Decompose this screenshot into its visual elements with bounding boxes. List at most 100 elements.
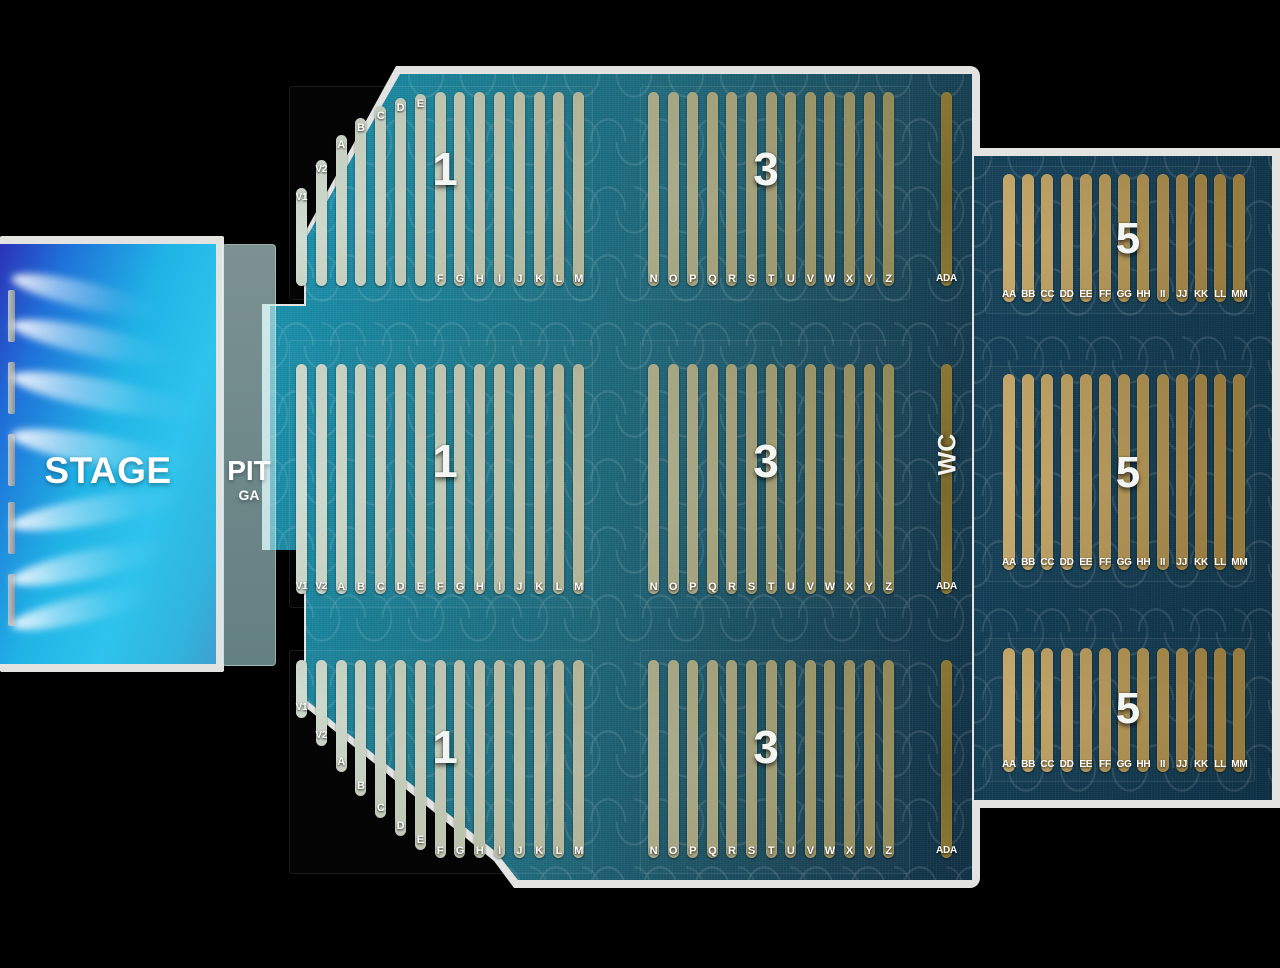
- seat-row[interactable]: [375, 106, 387, 286]
- seat-row[interactable]: [844, 660, 855, 858]
- seat-row[interactable]: [824, 660, 836, 858]
- section-block-3[interactable]: [640, 340, 910, 608]
- seat-row[interactable]: [824, 92, 836, 286]
- seat-row[interactable]: [667, 92, 679, 286]
- seat-row[interactable]: [1233, 648, 1246, 772]
- section-block-3[interactable]: [640, 86, 910, 300]
- seat-row[interactable]: [1022, 648, 1035, 772]
- seat-row[interactable]: [375, 660, 387, 818]
- seat-row[interactable]: [863, 364, 875, 594]
- seat-row[interactable]: [765, 92, 777, 286]
- seat-row[interactable]: [1156, 174, 1169, 302]
- seat-row[interactable]: [667, 364, 679, 594]
- seat-row[interactable]: [883, 92, 895, 286]
- seat-row[interactable]: [1118, 648, 1131, 772]
- section-block-5[interactable]: [985, 166, 1255, 314]
- seat-row[interactable]: [454, 92, 466, 286]
- seat-row[interactable]: [706, 92, 718, 286]
- seat-row[interactable]: [1137, 374, 1150, 570]
- seat-row[interactable]: [726, 364, 738, 594]
- seat-row[interactable]: [494, 660, 505, 858]
- seat-row[interactable]: [1233, 374, 1246, 570]
- seat-row[interactable]: [395, 98, 406, 286]
- ada-seat-row[interactable]: [941, 92, 952, 286]
- seat-row[interactable]: [1195, 374, 1207, 570]
- seat-row[interactable]: [335, 364, 347, 594]
- seat-row[interactable]: [648, 364, 659, 594]
- seat-row[interactable]: [726, 92, 738, 286]
- seat-row[interactable]: [1214, 174, 1227, 302]
- seat-row[interactable]: [1118, 374, 1131, 570]
- seat-row[interactable]: [883, 660, 895, 858]
- seat-row[interactable]: [355, 118, 367, 286]
- pit-area[interactable]: [222, 244, 276, 666]
- section-block-5[interactable]: [985, 638, 1255, 782]
- seat-row[interactable]: [355, 364, 367, 594]
- seat-row[interactable]: [414, 364, 426, 594]
- seat-row[interactable]: [1195, 174, 1207, 302]
- seat-row[interactable]: [1195, 648, 1207, 772]
- seat-row[interactable]: [296, 188, 307, 286]
- seat-row[interactable]: [706, 364, 718, 594]
- seat-row[interactable]: [474, 660, 486, 858]
- stage-area[interactable]: [0, 244, 216, 664]
- seat-row[interactable]: [1041, 648, 1054, 772]
- seat-row[interactable]: [687, 364, 699, 594]
- seat-row[interactable]: [375, 364, 387, 594]
- seat-row[interactable]: [785, 660, 797, 858]
- seat-row[interactable]: [553, 92, 565, 286]
- seat-row[interactable]: [746, 92, 757, 286]
- seat-row[interactable]: [1022, 174, 1035, 302]
- seat-row[interactable]: [1022, 374, 1035, 570]
- seat-row[interactable]: [315, 160, 327, 286]
- seat-row[interactable]: [573, 92, 585, 286]
- seat-row[interactable]: [494, 364, 505, 594]
- seat-row[interactable]: [1099, 174, 1111, 302]
- seat-row[interactable]: [335, 660, 347, 772]
- seat-row[interactable]: [883, 364, 895, 594]
- seat-row[interactable]: [395, 660, 406, 836]
- seat-row[interactable]: [706, 660, 718, 858]
- seat-row[interactable]: [765, 660, 777, 858]
- seat-row[interactable]: [804, 364, 816, 594]
- seat-row[interactable]: [687, 92, 699, 286]
- seat-row[interactable]: [494, 92, 505, 286]
- ada-seat-row[interactable]: [941, 660, 952, 858]
- ada-seat-row[interactable]: [941, 364, 952, 594]
- seat-row[interactable]: [1079, 648, 1092, 772]
- seat-row[interactable]: [1003, 374, 1015, 570]
- seat-row[interactable]: [1041, 174, 1054, 302]
- seat-row[interactable]: [296, 364, 307, 594]
- seat-row[interactable]: [434, 364, 446, 594]
- seat-row[interactable]: [1041, 374, 1054, 570]
- section-block-3[interactable]: [640, 650, 910, 874]
- seat-row[interactable]: [785, 92, 797, 286]
- seat-row[interactable]: [726, 660, 738, 858]
- seat-row[interactable]: [1175, 648, 1188, 772]
- seat-row[interactable]: [454, 364, 466, 594]
- seat-row[interactable]: [533, 364, 545, 594]
- section-block-1[interactable]: [289, 340, 593, 608]
- seat-row[interactable]: [513, 92, 525, 286]
- seat-row[interactable]: [1175, 374, 1188, 570]
- seat-row[interactable]: [1214, 374, 1227, 570]
- seat-row[interactable]: [1118, 174, 1131, 302]
- seat-row[interactable]: [296, 660, 307, 718]
- seat-row[interactable]: [1099, 648, 1111, 772]
- seat-row[interactable]: [804, 660, 816, 858]
- seat-row[interactable]: [667, 660, 679, 858]
- seat-row[interactable]: [513, 364, 525, 594]
- seat-row[interactable]: [844, 92, 855, 286]
- section-block-1[interactable]: [289, 86, 593, 300]
- seat-row[interactable]: [533, 660, 545, 858]
- seat-row[interactable]: [1003, 174, 1015, 302]
- seat-row[interactable]: [863, 92, 875, 286]
- section-block-5[interactable]: [985, 366, 1255, 582]
- seat-row[interactable]: [1060, 374, 1073, 570]
- seat-row[interactable]: [1156, 374, 1169, 570]
- seat-row[interactable]: [1060, 648, 1073, 772]
- seat-row[interactable]: [1233, 174, 1246, 302]
- seat-row[interactable]: [1003, 648, 1015, 772]
- seat-row[interactable]: [844, 364, 855, 594]
- seat-row[interactable]: [395, 364, 406, 594]
